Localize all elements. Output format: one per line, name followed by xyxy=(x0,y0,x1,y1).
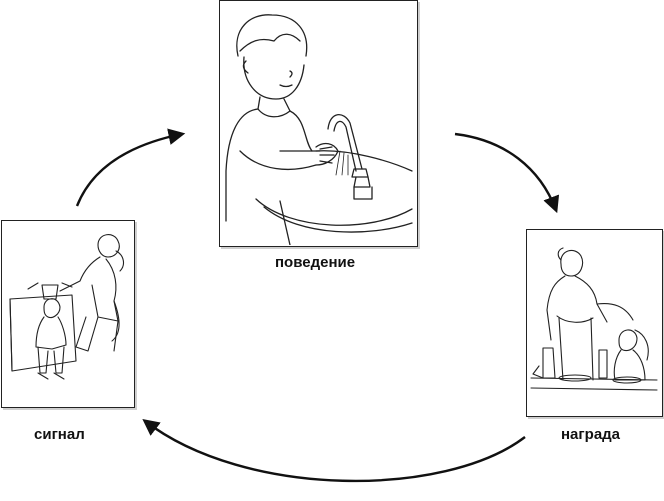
arrow-behavior-to-reward xyxy=(454,132,560,214)
reward-label: награда xyxy=(561,426,621,443)
arrow-reward-to-signal xyxy=(142,418,526,483)
signal-label: сигнал xyxy=(34,426,85,443)
behavior-illustration xyxy=(219,0,418,247)
mother-and-boy-drawing xyxy=(9,234,125,380)
reward-illustration xyxy=(526,229,663,417)
behavior-label: поведение xyxy=(275,254,356,271)
boy-washing-hands-drawing xyxy=(225,14,413,245)
mother-praising-boy-drawing xyxy=(530,247,658,391)
arrow-signal-to-behavior xyxy=(75,128,186,207)
signal-illustration xyxy=(1,220,135,408)
